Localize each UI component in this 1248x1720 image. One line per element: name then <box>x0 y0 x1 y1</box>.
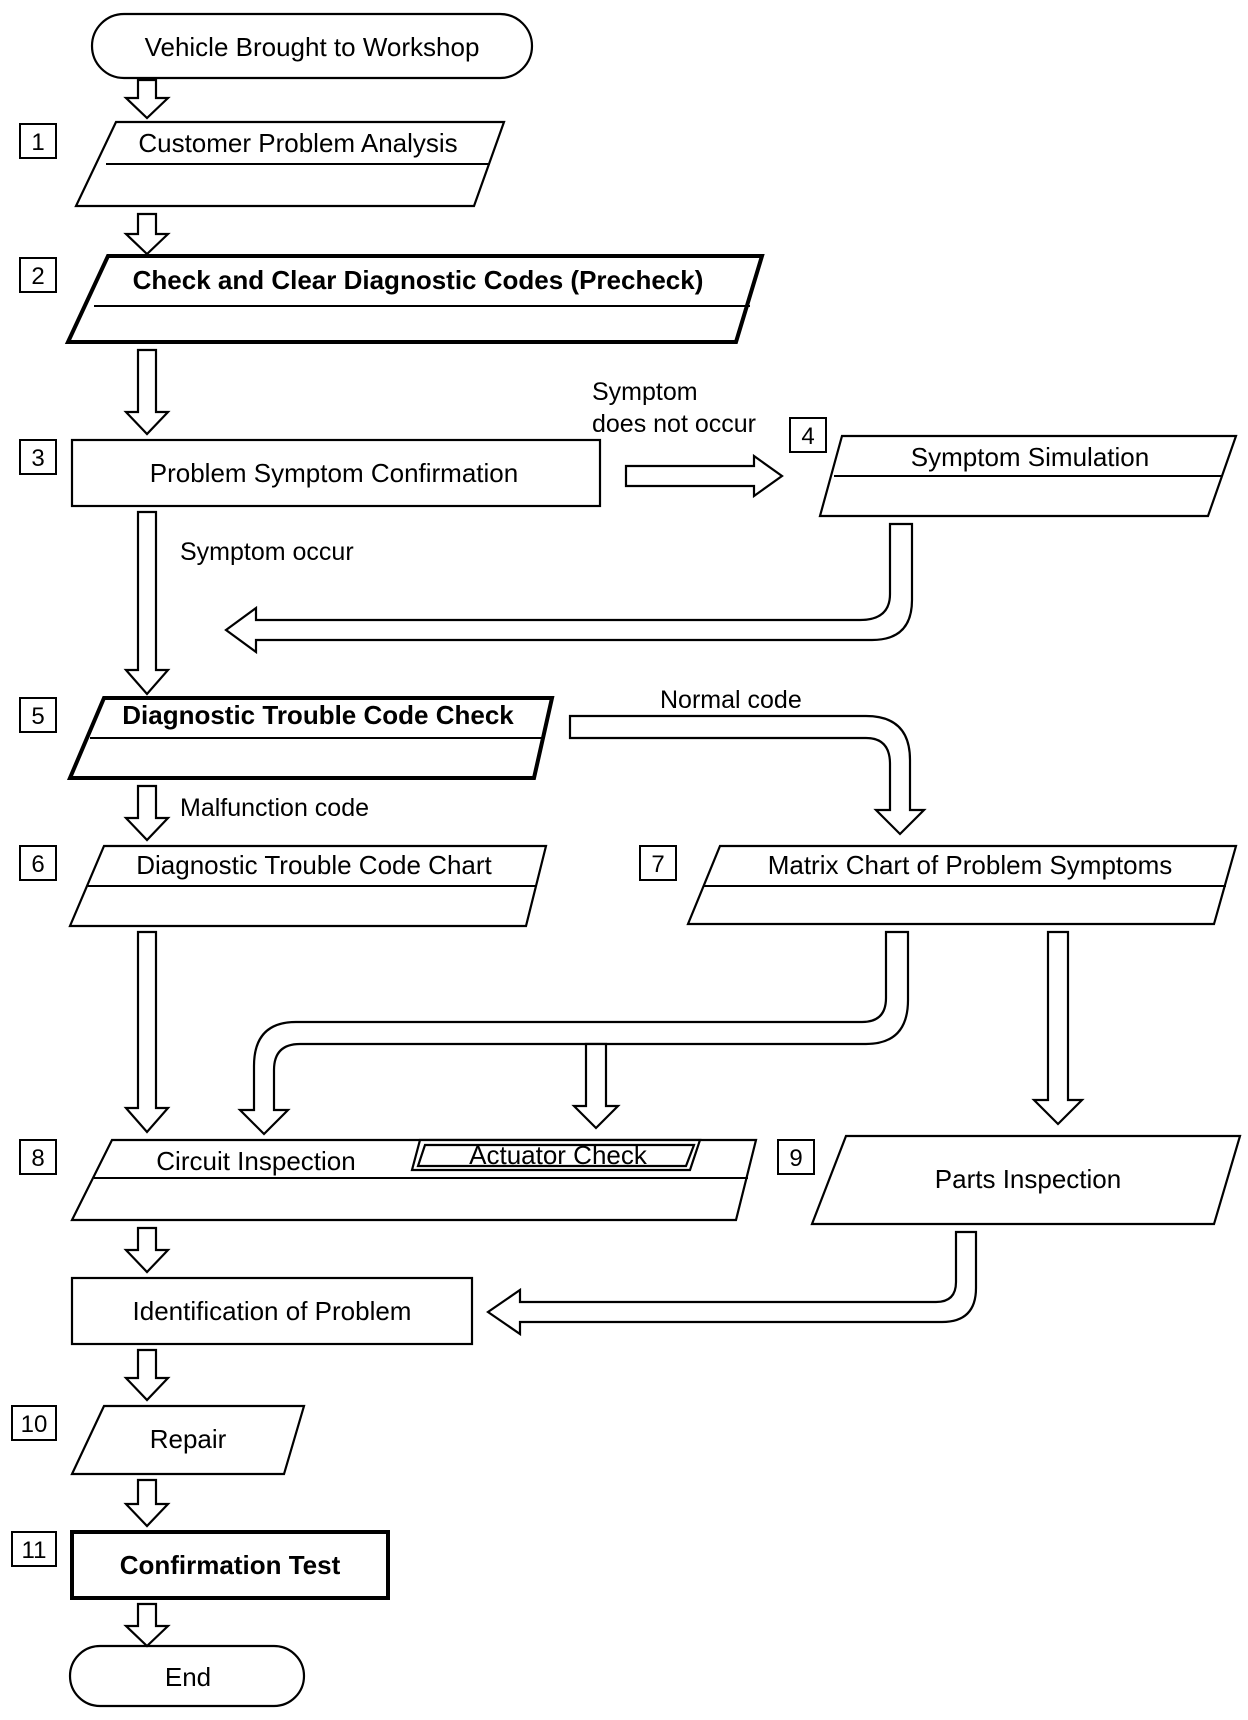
step-number-8: 8 <box>19 1139 57 1175</box>
arrow-id-to-10 <box>123 1348 171 1402</box>
arrow-4-return <box>224 522 914 655</box>
arrow-6-to-8 <box>123 930 171 1134</box>
edge-label-normal: Normal code <box>660 686 802 714</box>
node-7-label: Matrix Chart of Problem Symptoms <box>768 850 1173 880</box>
step-number-2: 2 <box>19 257 57 293</box>
arrow-9-to-id <box>486 1230 978 1337</box>
arrow-7-to-8 <box>237 930 910 1136</box>
svg-text:1: 1 <box>31 129 44 156</box>
node-repair: Repair <box>70 1404 306 1476</box>
node-symptom-simulation: Symptom Simulation <box>818 434 1238 518</box>
svg-text:8: 8 <box>31 1145 44 1172</box>
node-problem-symptom-confirmation: Problem Symptom Confirmation <box>70 438 602 508</box>
node-start-label: Vehicle Brought to Workshop <box>145 32 480 62</box>
edge-label-not-occur-2: does not occur <box>592 410 756 438</box>
node-identification: Identification of Problem <box>70 1276 474 1346</box>
svg-text:9: 9 <box>789 1145 802 1172</box>
node-start: Vehicle Brought to Workshop <box>90 12 534 80</box>
node-parts-inspection: Parts Inspection <box>810 1134 1242 1226</box>
arrow-2-to-3 <box>123 348 171 436</box>
edge-label-not-occur-1: Symptom <box>592 378 698 406</box>
node-end: End <box>68 1644 306 1708</box>
node-customer-problem-analysis: Customer Problem Analysis <box>74 120 506 208</box>
step-number-4: 4 <box>789 417 827 453</box>
node-confirmation-test: Confirmation Test <box>70 1530 390 1600</box>
step-number-11: 11 <box>11 1531 57 1567</box>
node-10-label: Repair <box>150 1424 227 1454</box>
arrow-5-to-7 <box>568 714 927 836</box>
step-number-9: 9 <box>777 1139 815 1175</box>
svg-text:5: 5 <box>31 703 44 730</box>
node-dtc-chart: Diagnostic Trouble Code Chart <box>68 844 548 928</box>
node-5-label: Diagnostic Trouble Code Check <box>122 700 514 730</box>
step-number-10: 10 <box>11 1405 57 1441</box>
svg-text:7: 7 <box>651 851 664 878</box>
svg-text:6: 6 <box>31 851 44 878</box>
svg-text:11: 11 <box>22 1537 47 1564</box>
node-identification-label: Identification of Problem <box>133 1296 412 1326</box>
arrow-3-to-4 <box>624 453 784 499</box>
node-9-label: Parts Inspection <box>935 1164 1121 1194</box>
node-8b-label: Actuator Check <box>469 1140 648 1170</box>
svg-text:3: 3 <box>31 445 44 472</box>
node-8-label: Circuit Inspection <box>156 1146 355 1176</box>
node-4-label: Symptom Simulation <box>911 442 1149 472</box>
step-number-1: 1 <box>19 123 57 159</box>
node-check-clear-codes: Check and Clear Diagnostic Codes (Preche… <box>64 254 765 344</box>
node-6-label: Diagnostic Trouble Code Chart <box>136 850 492 880</box>
svg-text:2: 2 <box>31 263 44 290</box>
node-2-label: Check and Clear Diagnostic Codes (Preche… <box>133 265 704 295</box>
arrow-start-to-1 <box>123 78 171 120</box>
arrow-7-to-actuator <box>571 1042 621 1130</box>
node-1-label: Customer Problem Analysis <box>138 128 457 158</box>
node-end-label: End <box>165 1662 211 1692</box>
edge-label-occur: Symptom occur <box>180 538 354 566</box>
node-matrix-chart: Matrix Chart of Problem Symptoms <box>686 844 1238 926</box>
node-actuator-check: Actuator Check <box>410 1138 702 1172</box>
node-circuit-inspection: Circuit Inspection Actuator Check <box>70 1138 758 1222</box>
arrow-1-to-2 <box>123 212 171 256</box>
svg-text:10: 10 <box>21 1411 48 1438</box>
arrow-3-to-5 <box>123 510 171 696</box>
arrow-5-to-6 <box>123 784 171 842</box>
step-number-5: 5 <box>19 697 57 733</box>
step-number-7: 7 <box>639 845 677 881</box>
arrow-8-to-id <box>123 1226 171 1274</box>
arrow-7-to-9 <box>1031 930 1085 1126</box>
svg-text:4: 4 <box>801 423 814 450</box>
step-number-6: 6 <box>19 845 57 881</box>
edge-label-malfunction: Malfunction code <box>180 794 369 822</box>
node-dtc-check: Diagnostic Trouble Code Check <box>66 696 555 780</box>
arrow-10-to-11 <box>123 1478 171 1528</box>
node-3-label: Problem Symptom Confirmation <box>150 458 518 488</box>
arrow-11-to-end <box>123 1602 171 1648</box>
step-number-3: 3 <box>19 439 57 475</box>
node-11-label: Confirmation Test <box>120 1550 341 1580</box>
